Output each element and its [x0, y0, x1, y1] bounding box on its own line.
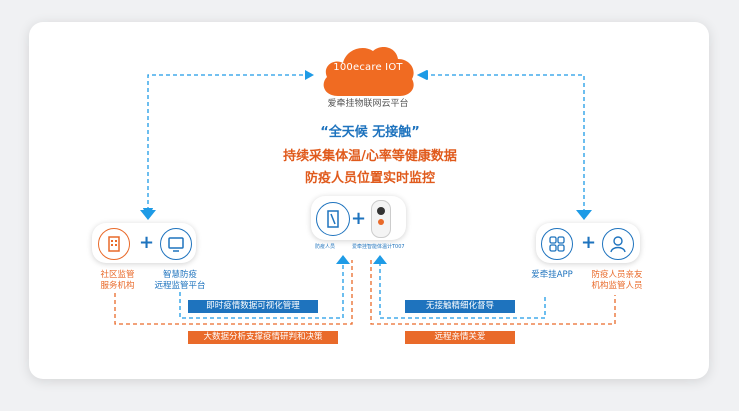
- loop-right-blue: [416, 69, 585, 213]
- center-label-staff: 防疫人员: [315, 244, 336, 250]
- left-label-platform: 智慧防疫 远程监管平台: [154, 270, 206, 291]
- user-icon: [602, 228, 634, 260]
- headline-monitor: 防疫人员位置实时监控: [304, 171, 435, 186]
- right-blue-loop: [379, 262, 546, 319]
- door-icon: [316, 202, 350, 236]
- cloud-subtitle: 爱牵挂物联网云平台: [327, 99, 409, 109]
- plus-icon: +: [139, 232, 155, 253]
- apps-grid-icon: [541, 228, 573, 260]
- band-remote-care: 远程亲情关爱: [405, 331, 515, 344]
- left-blue-loop: [179, 262, 344, 319]
- right-orange-loop: [370, 260, 616, 325]
- left-label-community: 社区监管 服务机构: [100, 270, 135, 291]
- center-label-thermometer: 爱牵挂智能体温计T007: [352, 244, 405, 250]
- left-orange-loop: [114, 260, 353, 325]
- band-contactless: 无接触精细化督导: [405, 300, 515, 313]
- headline-data: 持续采集体温/心率等健康数据: [283, 149, 457, 164]
- right-label-app: 爱牵挂APP: [531, 270, 573, 280]
- plus-icon: +: [351, 208, 367, 229]
- headline-slogan: “全天候 无接触”: [320, 125, 420, 140]
- monitor-icon: [160, 228, 192, 260]
- band-data-visualization: 即时疫情数据可视化管理: [188, 300, 318, 313]
- plus-icon: +: [581, 232, 597, 253]
- band-big-data: 大数据分析支撑疫情研判和决策: [188, 331, 338, 344]
- thermometer-device-icon: [371, 200, 391, 238]
- loop-left-blue: [142, 74, 310, 219]
- arrow-down-left: [140, 210, 156, 220]
- arrow-to-cloud-left: [305, 70, 314, 80]
- arrow-to-cloud-right: [419, 70, 428, 80]
- arrow-down-right: [576, 210, 592, 220]
- cloud-icon: [323, 47, 414, 96]
- cloud-title: 100ecare IOT: [333, 62, 403, 73]
- right-label-family: 防疫人员亲友 机构监管人员: [591, 270, 643, 291]
- building-icon: [98, 228, 130, 260]
